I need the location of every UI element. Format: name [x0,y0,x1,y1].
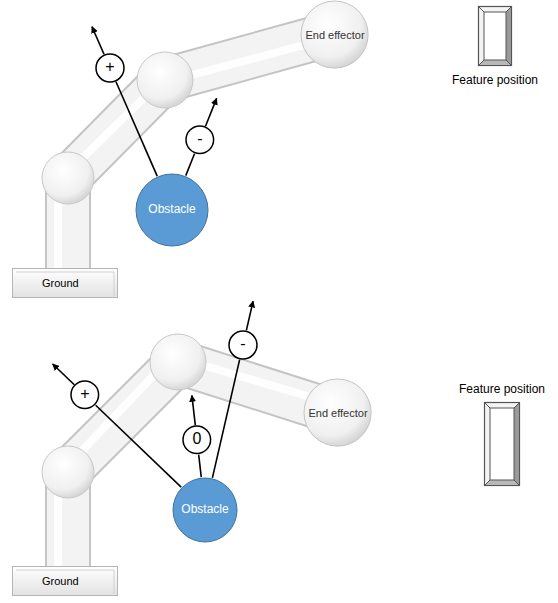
end-effector-joint: End effector [300,0,369,69]
obstacle-label: Obstacle [181,503,228,516]
arm-joint [42,446,94,498]
obstacle-label: Obstacle [148,203,195,216]
end-effector-label: End effector [308,407,367,419]
feature-position-marker-shape [484,402,520,486]
ground-base: Ground [12,566,118,596]
obstacle-circle: Obstacle [172,477,238,543]
sign-circle: + [70,380,100,410]
sign-circle: - [185,125,215,155]
influence-line [212,360,239,478]
direction-arrow [92,27,104,54]
arm-joint [150,334,206,390]
arm-highlight [58,356,334,564]
influence-line [96,405,181,487]
arm-joint [137,52,193,108]
sign-circle: + [95,53,125,83]
influence-line [186,154,195,176]
sign-label: + [80,385,89,403]
direction-arrow [192,395,195,425]
feature-position-label: Feature position [459,383,545,396]
sign-circle: - [228,330,258,360]
feature-position-marker: Feature position [478,6,512,66]
ground-label: Ground [42,277,79,289]
feature-position-marker-shape [478,6,512,66]
arm-top [42,33,335,272]
direction-arrow [205,98,216,126]
influence-line [116,82,157,176]
sign-label: - [197,130,202,148]
ground-base: Ground [12,268,118,298]
sign-label: + [105,58,114,76]
direction-arrow [53,364,75,385]
end-effector-joint: End effector [303,378,372,447]
direction-arrow [246,301,253,330]
arm-highlight [58,38,330,268]
feature-position-label: Feature position [452,74,538,87]
end-effector-label: End effector [305,29,364,41]
sign-label: - [240,335,245,353]
ground-label: Ground [42,575,79,587]
sign-circle: 0 [182,425,212,455]
feature-position-marker: Feature position [484,402,520,486]
sign-label: 0 [193,430,202,448]
arm-bottom [42,334,338,568]
influence-line [199,455,202,478]
arm-joint [42,152,94,204]
obstacle-circle: Obstacle [135,173,209,247]
